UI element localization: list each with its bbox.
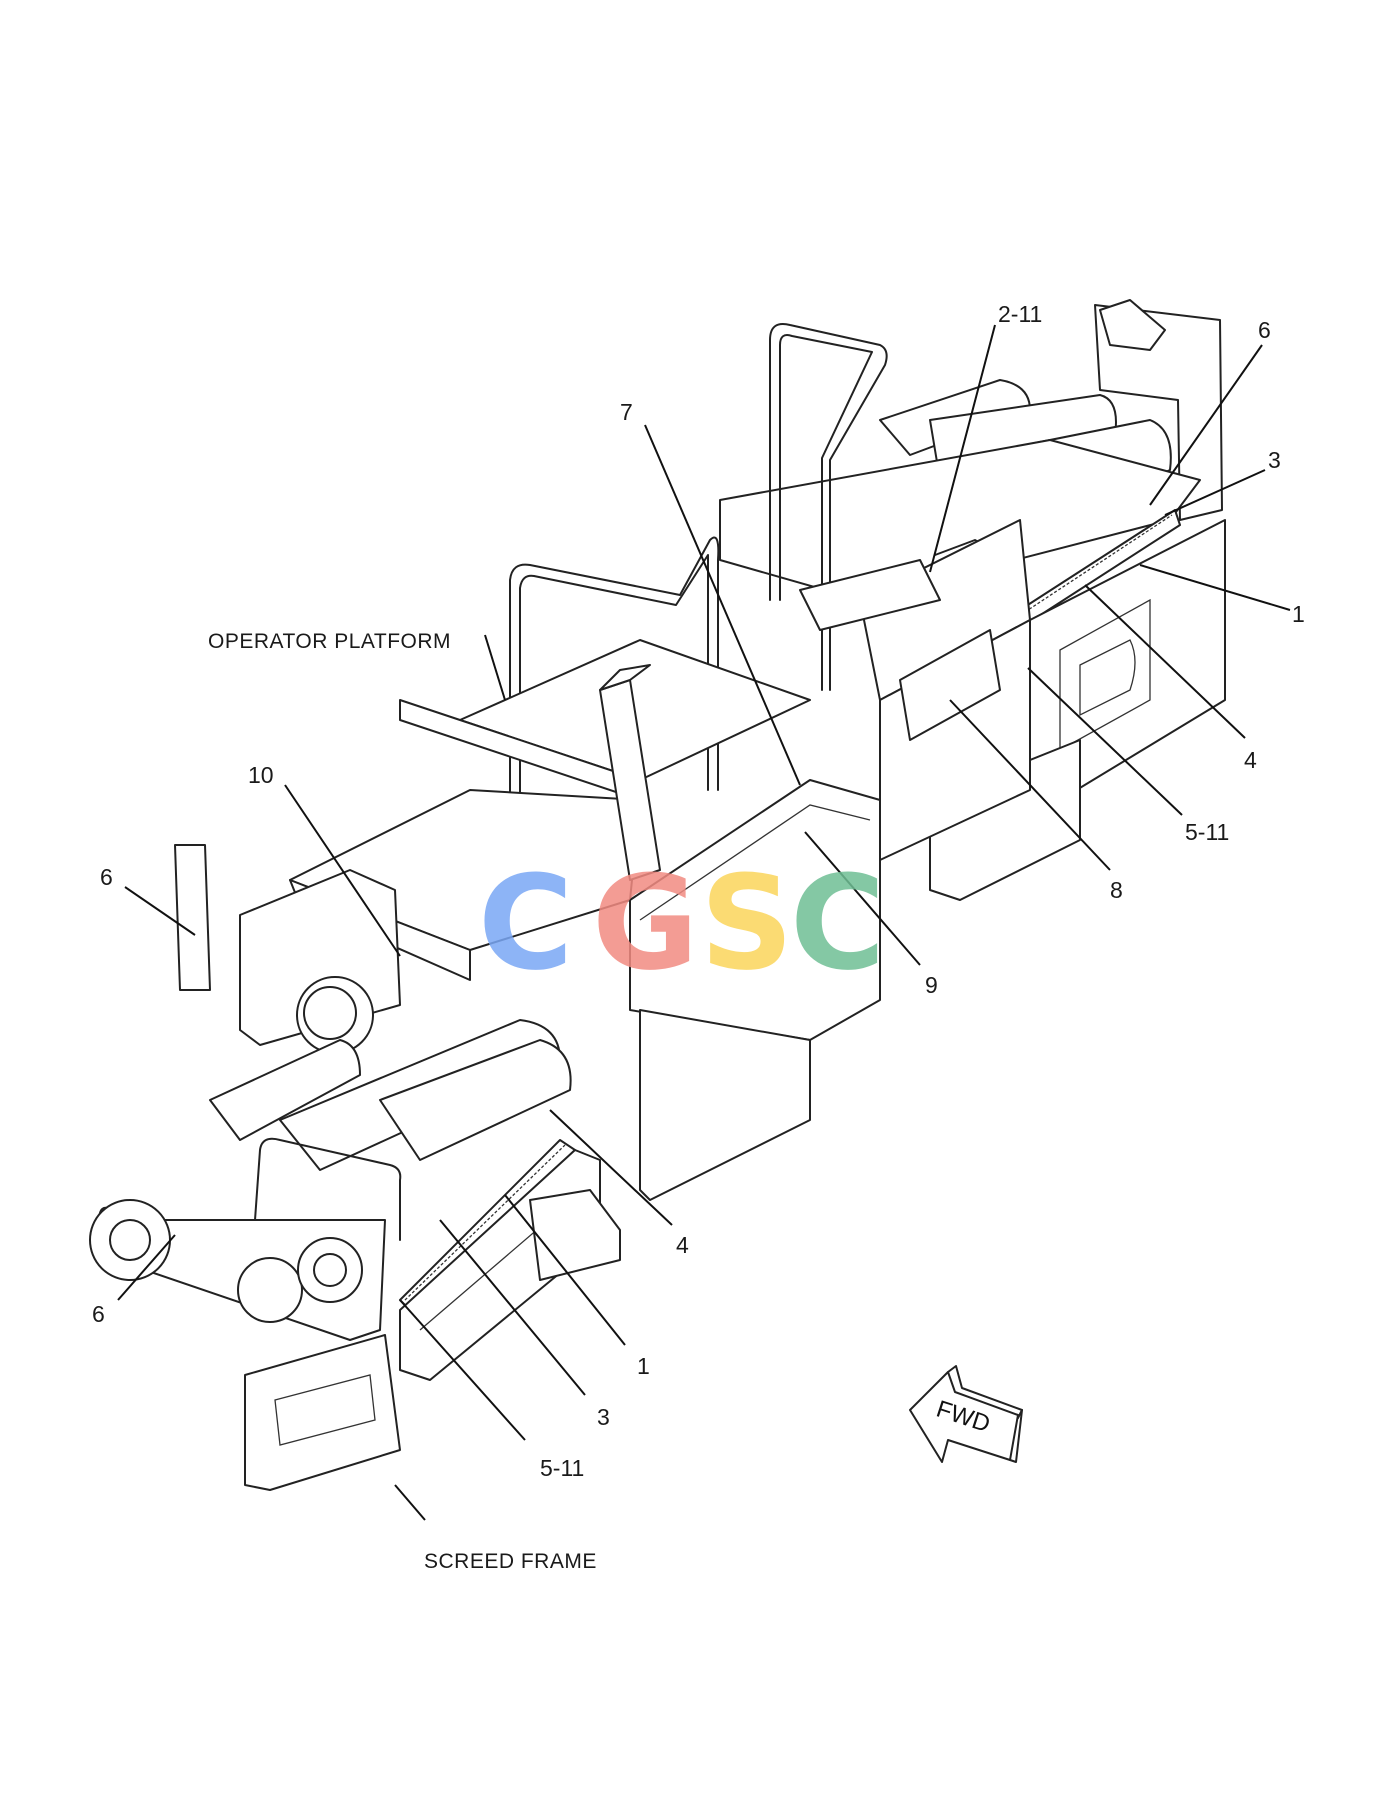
callout-2-11: 2-11 <box>998 301 1042 327</box>
operator-platform-label: OPERATOR PLATFORM <box>208 630 451 653</box>
watermark-letter: C <box>790 847 885 999</box>
callout-6-left: 6 <box>100 864 113 890</box>
callout-4-bottom: 4 <box>676 1232 689 1258</box>
rear-screed-assembly <box>719 299 1226 901</box>
callout-4-top: 4 <box>1244 747 1257 773</box>
callouts: 2-11 6 3 1 7 4 5-11 8 9 10 6 4 6 1 3 5-1… <box>92 301 1305 1481</box>
callout-1-bottom: 1 <box>637 1353 650 1379</box>
callout-6-top: 6 <box>1258 317 1271 343</box>
callout-6-bottom: 6 <box>92 1301 105 1327</box>
watermark-letter: C <box>478 847 573 999</box>
callout-7: 7 <box>620 399 633 425</box>
callout-5-11-bottom: 5-11 <box>540 1455 584 1481</box>
forward-arrow: FWD <box>909 1365 1023 1463</box>
callout-3-bottom: 3 <box>597 1404 610 1430</box>
callout-8: 8 <box>1110 877 1123 903</box>
callout-9: 9 <box>925 972 938 998</box>
leader-lines <box>117 324 1291 1521</box>
callout-5-11-top: 5-11 <box>1185 819 1229 845</box>
screed-frame-label: SCREED FRAME <box>424 1550 597 1573</box>
callout-1-top: 1 <box>1292 601 1305 627</box>
callout-10: 10 <box>248 762 274 788</box>
callout-3-top: 3 <box>1268 447 1281 473</box>
watermark-letter: S <box>700 847 794 999</box>
watermark-logo: C G S C <box>478 847 885 999</box>
watermark-letter: G <box>592 847 699 999</box>
